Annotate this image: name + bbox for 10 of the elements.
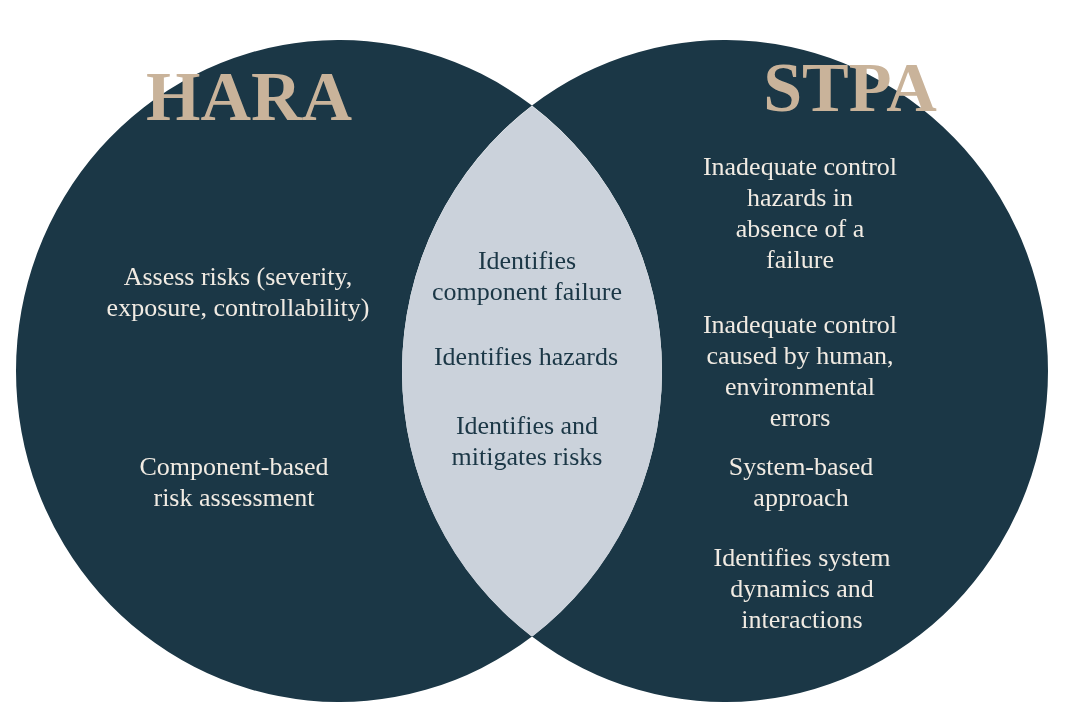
statement-text: Identifies system dynamics and interactions (713, 541, 891, 635)
statement-text: Assess risks (severity, exposure, controllability) (106, 260, 370, 323)
statement-text: Component-based risk assessment (139, 450, 329, 513)
statement-text: System-based approach (728, 450, 874, 513)
statement-text: Identifies component failure (432, 245, 622, 308)
set-title: HARA (145, 62, 353, 132)
statement-text: Inadequate control caused by human, environmental errors (702, 308, 898, 433)
statement-text: Identifies hazards (433, 341, 619, 373)
statement-text: Inadequate control hazards in absence of a failure (702, 150, 898, 275)
statement-text: Identifies and mitigates risks (451, 410, 603, 473)
